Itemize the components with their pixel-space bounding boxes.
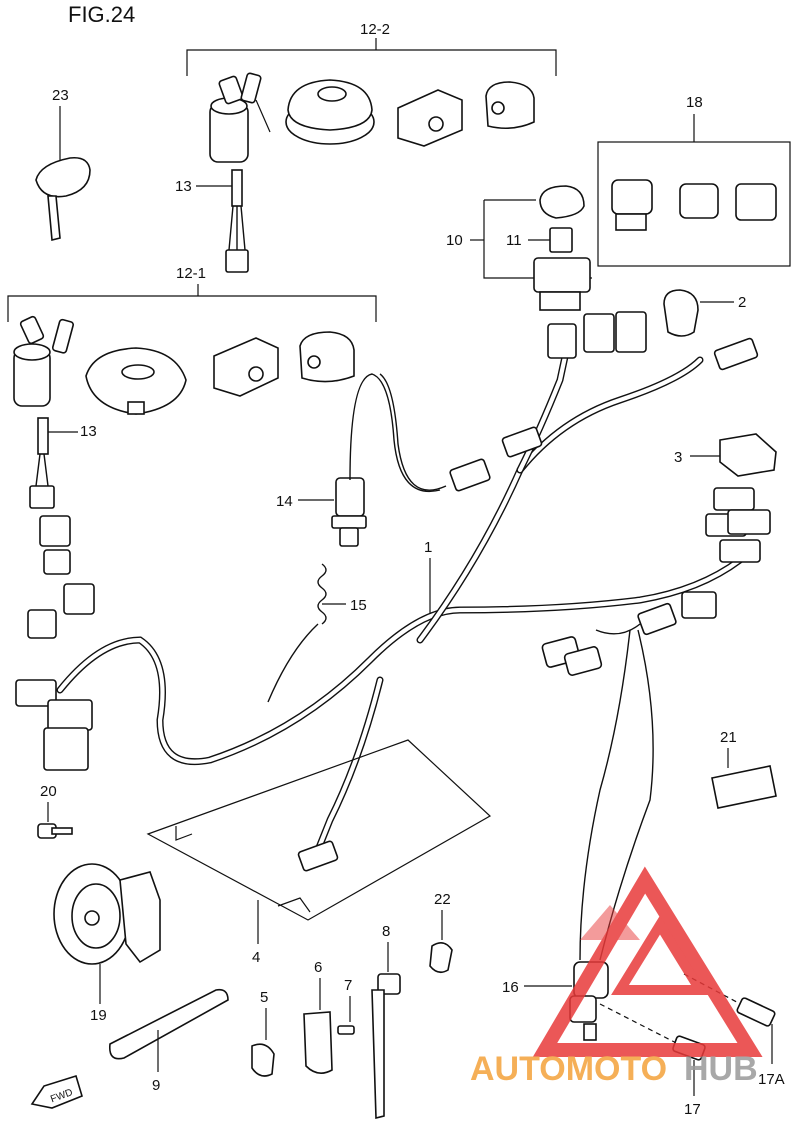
callout-8: 8	[382, 923, 390, 940]
watermark-logo: AUTOMOTO HUB	[470, 866, 763, 1088]
group-10-11: 10 11	[446, 185, 592, 311]
callout-5: 5	[260, 989, 268, 1006]
wiring-harness-1: 1	[15, 311, 771, 961]
lock-box-b-top	[485, 81, 535, 130]
bolt-20: 20	[37, 783, 73, 839]
callout-19: 19	[90, 1007, 107, 1024]
callout-3: 3	[674, 449, 682, 466]
callout-16: 16	[502, 979, 519, 996]
cover-3: 3	[674, 433, 777, 477]
callout-12-1: 12-1	[176, 265, 206, 282]
lock-box-b-left	[299, 331, 355, 383]
callout-17: 17	[684, 1101, 701, 1118]
lock-box-a-top	[397, 89, 463, 147]
watermark-text-a: AUTOMOTO	[470, 1050, 667, 1088]
bracket-6: 6	[303, 959, 333, 1074]
lock-box-a-left	[213, 337, 279, 397]
pad-21: 21	[711, 729, 777, 809]
callout-6: 6	[314, 959, 322, 976]
callout-23: 23	[52, 87, 69, 104]
callout-12-2: 12-2	[360, 21, 390, 38]
callout-2: 2	[738, 294, 746, 311]
clip-5: 5	[251, 989, 275, 1077]
strap-9: 9	[108, 988, 229, 1094]
callout-13-top: 13	[175, 178, 192, 195]
fwd-arrow-icon: FWD	[30, 1074, 83, 1109]
callout-21: 21	[720, 729, 737, 746]
callout-11: 11	[506, 232, 522, 249]
horn-19: 19	[53, 863, 161, 1024]
connector-2: 2	[663, 289, 759, 371]
callout-20: 20	[40, 783, 57, 800]
callout-14: 14	[276, 493, 293, 510]
callout-15: 15	[350, 597, 367, 614]
key-23: 23	[35, 87, 91, 242]
switch-14: 14	[276, 477, 367, 547]
group-12-1: 12-1	[7, 265, 377, 509]
ignition-switch-top	[209, 72, 271, 273]
ignition-switch-left	[13, 315, 74, 509]
group-18: 18	[597, 94, 791, 267]
watermark-text-b: HUB	[684, 1050, 758, 1088]
sheet-4: 4	[146, 739, 492, 966]
callout-18: 18	[686, 94, 703, 111]
fuel-cap-top	[285, 79, 375, 145]
spring-15: 15	[267, 563, 367, 703]
callout-1: 1	[424, 539, 432, 556]
group-12-2: 12-2	[186, 21, 557, 273]
callout-10: 10	[446, 232, 463, 249]
callout-9: 9	[152, 1077, 160, 1094]
screw-7: 7	[337, 977, 355, 1035]
clamp-22: 22	[429, 891, 453, 974]
callout-22: 22	[434, 891, 451, 908]
callout-4: 4	[252, 949, 260, 966]
callout-13-left: 13	[80, 423, 97, 440]
fuel-cap-left	[85, 347, 187, 415]
figure-title: FIG.24	[68, 2, 135, 27]
callout-17a: 17A	[758, 1071, 785, 1088]
tie-8: 8	[371, 923, 401, 1120]
callout-7: 7	[344, 977, 352, 994]
